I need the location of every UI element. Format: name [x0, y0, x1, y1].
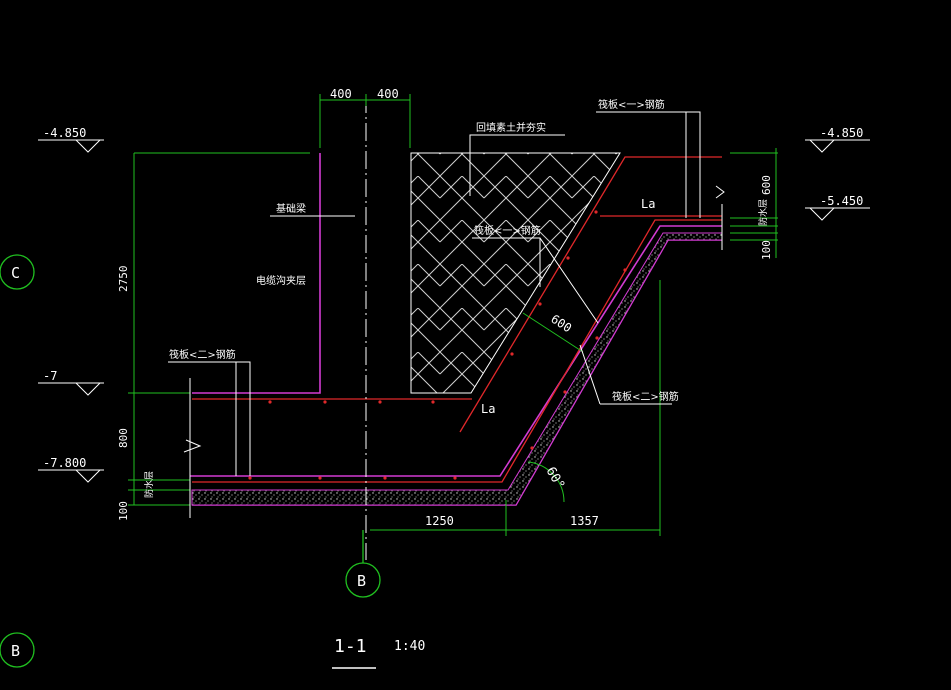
dim-1357: 1357 [570, 514, 599, 528]
level-marker-icons [38, 139, 870, 483]
dim-600-right: 600 [760, 175, 773, 195]
label-waterproof-right: 防水层 [757, 199, 769, 226]
dim-2750: 2750 [117, 266, 130, 293]
dim-100-right: 100 [760, 240, 773, 260]
level-right-mid: -5.450 [820, 194, 863, 208]
axis-label-c: C [11, 264, 20, 282]
label-la-mid: La [481, 402, 495, 416]
label-waterproof-left: 防水层 [143, 471, 155, 498]
label-raft-rebar-right: 筏板<二>钢筋 [612, 390, 679, 403]
label-raft-rebar-left: 筏板<二>钢筋 [169, 348, 236, 361]
dim-400-left: 400 [330, 87, 352, 101]
drawing-title: 1-1 [334, 636, 367, 657]
dim-800: 800 [117, 428, 130, 448]
axis-label-b-left: B [11, 642, 20, 660]
dimension-lines [128, 94, 778, 536]
drawing-scale: 1:40 [394, 639, 425, 654]
label-raft-rebar-mid: 筏板<一>钢筋 [474, 224, 541, 237]
axis-label-b-center: B [357, 572, 366, 590]
label-cable-interlayer: 电缆沟夹层 [256, 274, 306, 287]
dim-400-right: 400 [377, 87, 399, 101]
rebar-lines [192, 156, 722, 483]
dim-1250: 1250 [425, 514, 454, 528]
backfill-hatch [410, 152, 621, 394]
level-mid-left: -7 [43, 369, 57, 383]
label-foundation-beam: 基础梁 [276, 202, 306, 215]
label-la-top: La [641, 197, 655, 211]
axis-circles [0, 254, 381, 668]
label-backfill: 回填素土并夯实 [476, 121, 546, 134]
level-top-right: -4.850 [820, 126, 863, 140]
label-raft-rebar-top: 筏板<一>钢筋 [598, 98, 665, 111]
level-top-left: -4.850 [43, 126, 86, 140]
leader-lines [168, 111, 725, 518]
rebar-dots [248, 210, 627, 480]
level-bottom-left: -7.800 [43, 456, 86, 470]
dim-100-left: 100 [117, 501, 130, 521]
